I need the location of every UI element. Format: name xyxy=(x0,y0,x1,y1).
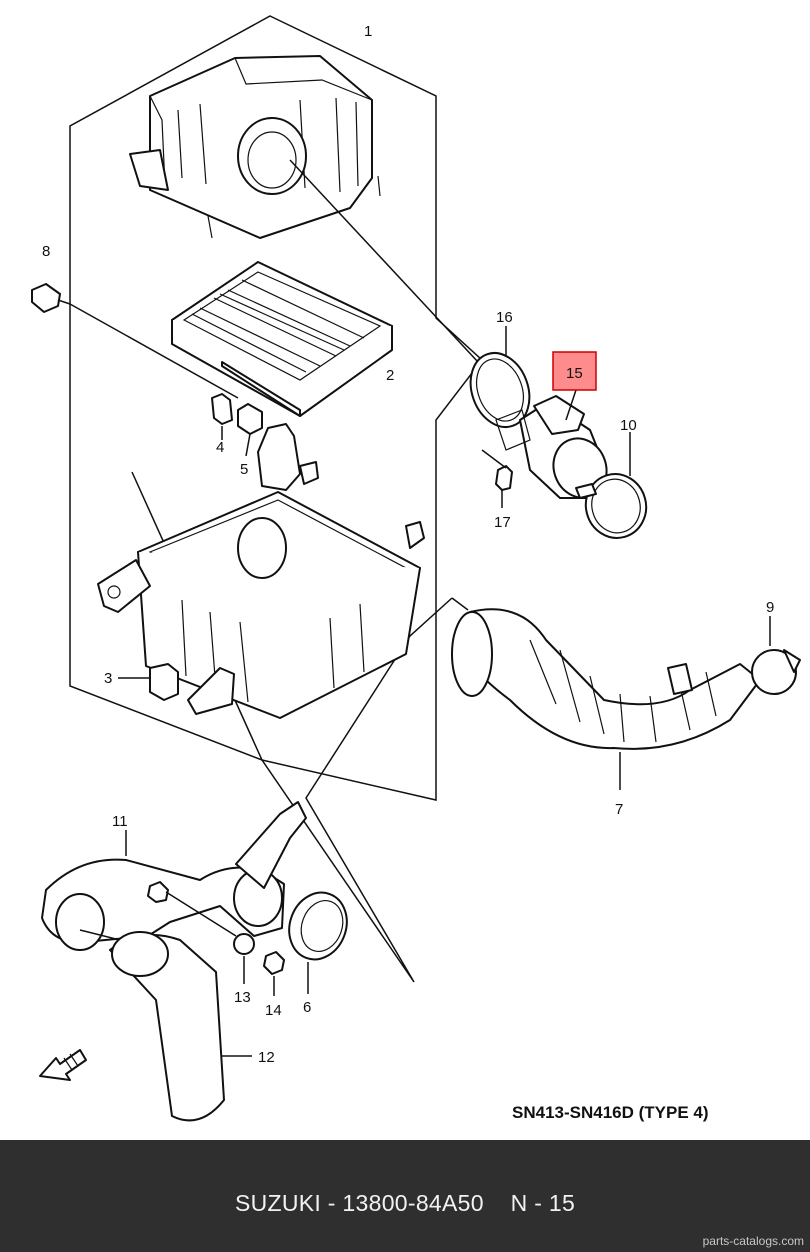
callout-17: 17 xyxy=(494,514,511,531)
callout-6: 6 xyxy=(303,999,311,1016)
callout-15: 15 xyxy=(566,365,583,382)
callout-4: 4 xyxy=(216,439,224,456)
air-filter-element xyxy=(171,261,393,417)
clip-3 xyxy=(118,663,179,701)
callout-13: 13 xyxy=(234,989,251,1006)
part-number-caption: SUZUKI - 13800-84A50 N - 15 xyxy=(234,1190,576,1216)
grommet-4 xyxy=(211,393,233,440)
callout-1: 1 xyxy=(364,23,372,40)
grommet-13 xyxy=(233,933,255,984)
lower-pipe-12 xyxy=(109,931,252,1122)
seal-ring-6 xyxy=(288,891,348,994)
model-type-label: SN413-SN416D (TYPE 4) xyxy=(512,1103,709,1122)
hose-clamp-10 xyxy=(575,432,648,539)
screw-17 xyxy=(481,449,513,508)
callout-11: 11 xyxy=(112,813,128,830)
highlight-box-border-15 xyxy=(552,351,597,391)
callout-14: 14 xyxy=(265,1002,282,1019)
callout-12: 12 xyxy=(258,1049,275,1066)
intake-duct-hose-7 xyxy=(451,608,789,790)
site-watermark[interactable]: parts-catalogs.com xyxy=(702,1234,804,1248)
callout-3: 3 xyxy=(104,670,112,687)
callout-2: 2 xyxy=(386,367,394,384)
nut-bolt-on-pipe xyxy=(147,881,237,937)
hardware-bolt-8 xyxy=(31,283,239,399)
callout-7: 7 xyxy=(615,801,623,818)
air-cleaner-upper-case xyxy=(129,55,479,363)
highlight-box-15 xyxy=(553,352,596,390)
parts-diagram: 1 2 3 4 5 6 7 8 9 10 11 12 13 14 15 16 1… xyxy=(31,15,801,1122)
callout-5: 5 xyxy=(240,461,248,478)
resonator-pipe-11 xyxy=(41,801,307,951)
callout-8: 8 xyxy=(42,243,50,260)
callout-16: 16 xyxy=(496,309,513,326)
air-cleaner-lower-case xyxy=(97,423,425,719)
bracket-5 xyxy=(237,403,263,457)
footer-bar: SUZUKI - 13800-84A50 N - 15 parts-catalo… xyxy=(0,1140,810,1252)
hose-clamp-9 xyxy=(751,616,801,695)
nut-14 xyxy=(263,951,285,996)
mount-outline xyxy=(451,597,469,611)
front-direction-arrow-icon xyxy=(39,1049,87,1081)
lower-assembly-outline xyxy=(131,471,453,983)
callout-10: 10 xyxy=(620,417,637,434)
gasket-16 xyxy=(469,326,531,428)
callout-9: 9 xyxy=(766,599,774,616)
assembly-outline xyxy=(69,15,484,801)
